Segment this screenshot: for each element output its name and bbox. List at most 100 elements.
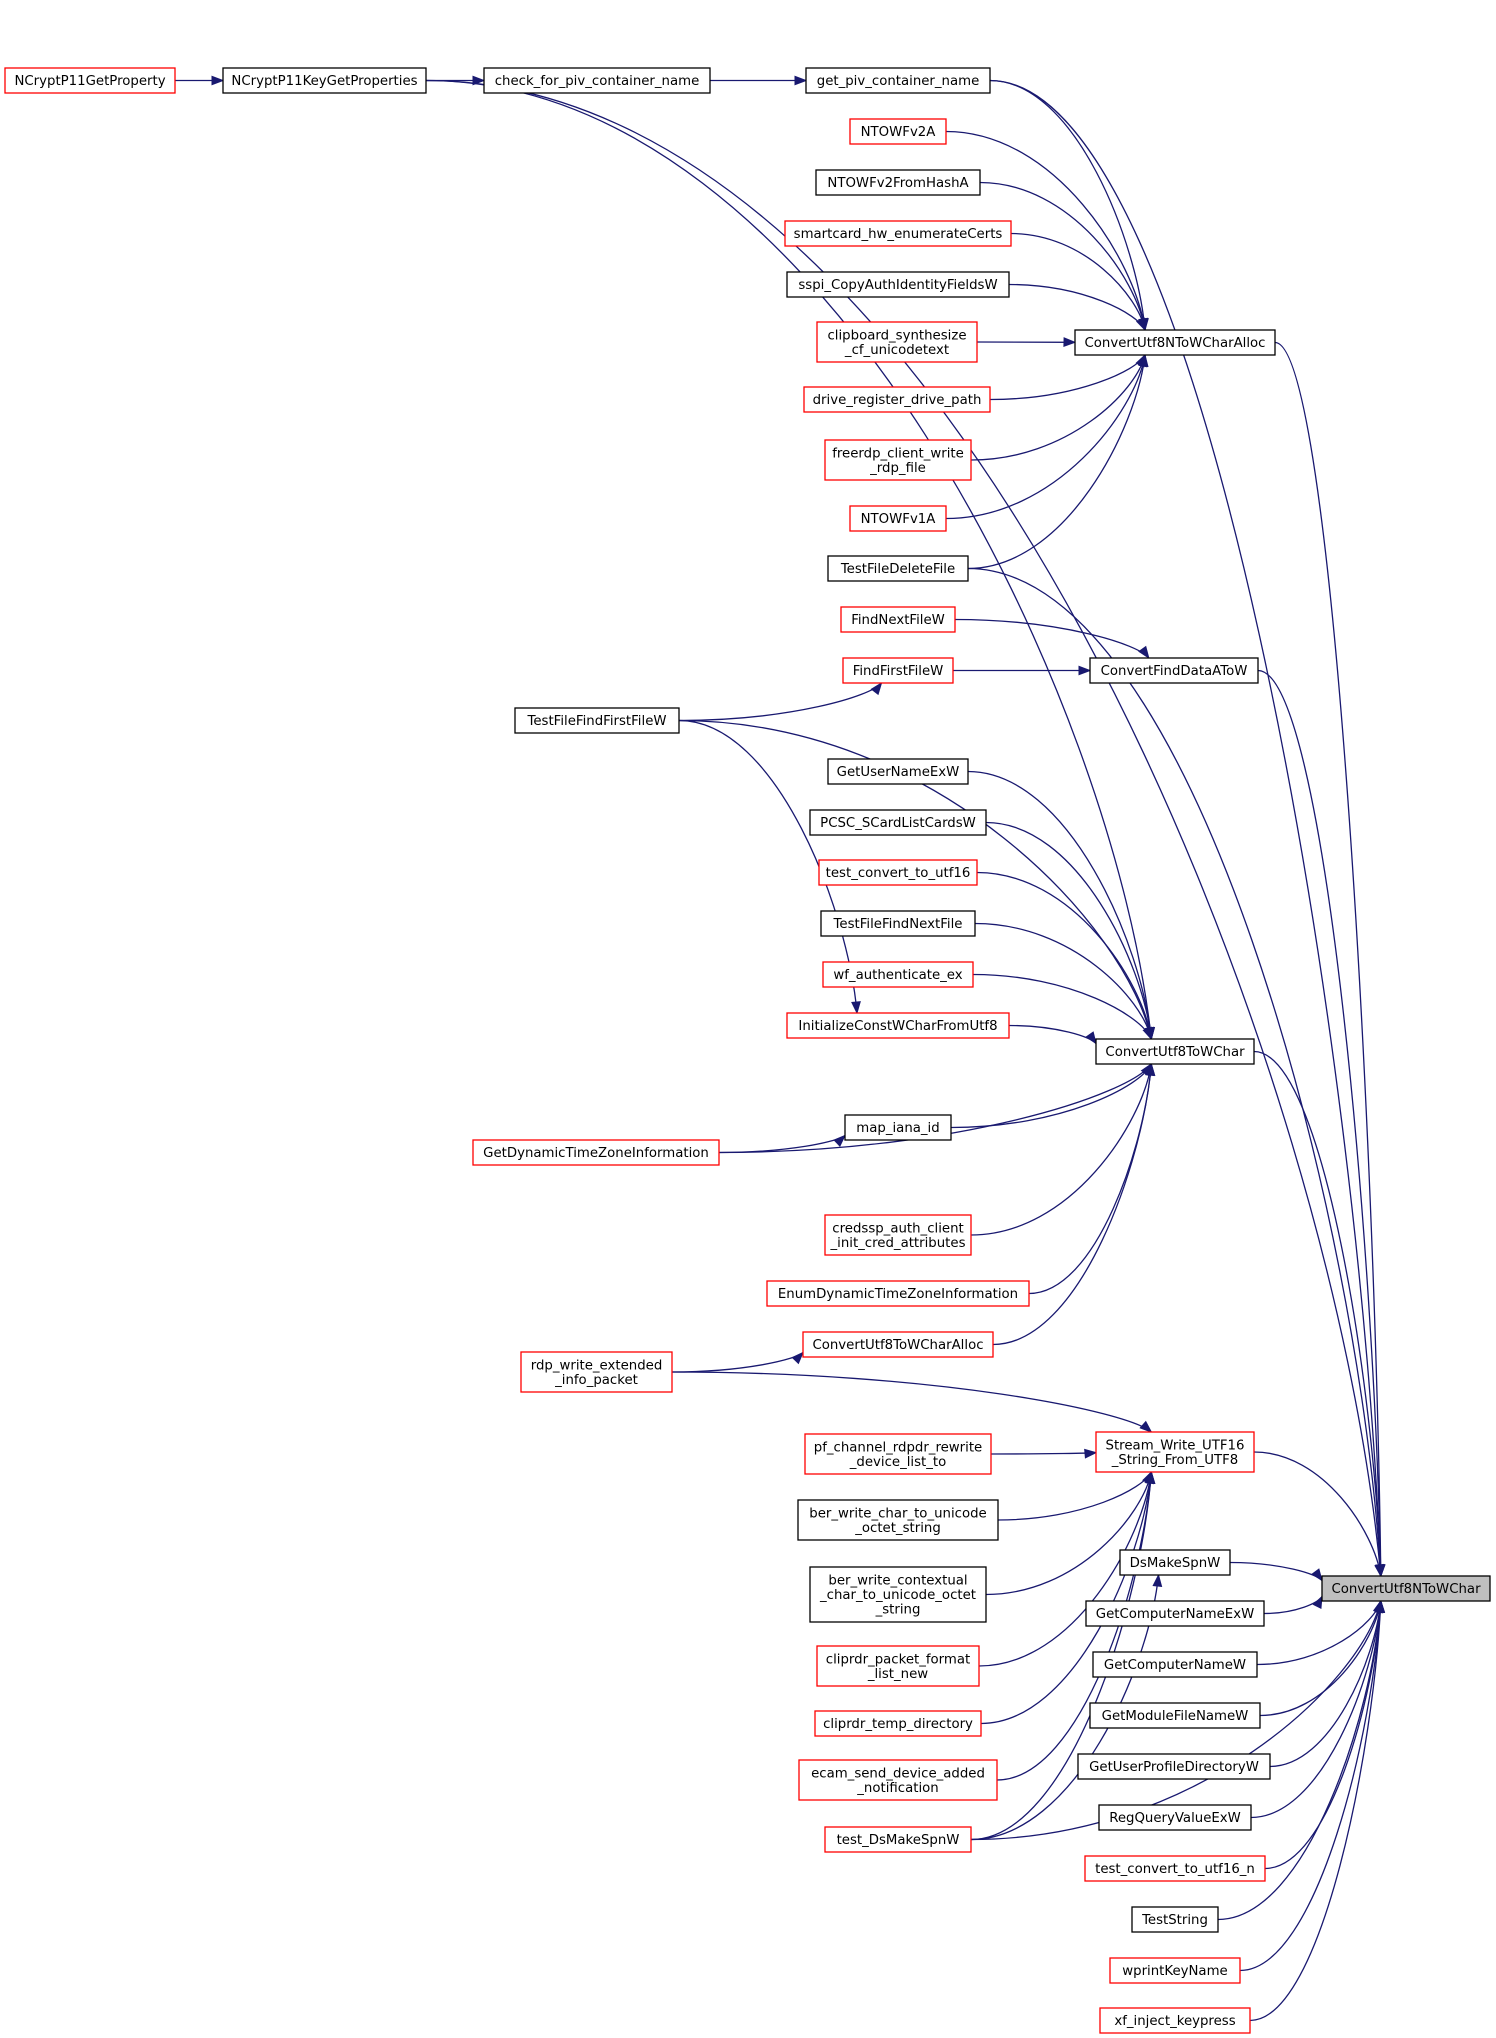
node-box: [1321, 1575, 1491, 1602]
node-box: [840, 606, 956, 633]
arrowhead-icon: [1312, 1595, 1323, 1609]
node-label: _init_cred_attributes: [829, 1236, 965, 1251]
node-test-conv-utf16n[interactable]: test_convert_to_utf16_n: [1084, 1855, 1266, 1882]
node-label: test_DsMakeSpnW: [837, 1833, 960, 1848]
node-nc-getproperty[interactable]: NCryptP11GetProperty: [4, 67, 176, 94]
node-wprintkey[interactable]: wprintKeyName: [1109, 1957, 1241, 1984]
node-getusernameexw[interactable]: GetUserNameExW: [827, 758, 969, 785]
arrowhead-icon: [1078, 665, 1092, 676]
node-getcompname[interactable]: GetComputerNameW: [1092, 1651, 1258, 1678]
node-label: ConvertFindDataAToW: [1101, 664, 1248, 679]
node-label: cliprdr_packet_format: [826, 1652, 970, 1667]
node-label: ber_write_char_to_unicode: [809, 1506, 986, 1521]
node-testfindfirst[interactable]: TestFileFindFirstFileW: [514, 707, 680, 734]
node-enumdyntz[interactable]: EnumDynamicTimeZoneInformation: [766, 1280, 1030, 1307]
node-xf-inject[interactable]: xf_inject_keypress: [1099, 2007, 1251, 2034]
node-findfirstfilew[interactable]: FindFirstFileW: [842, 657, 954, 684]
node-getdyntz[interactable]: GetDynamicTimeZoneInformation: [472, 1139, 720, 1166]
node-conv-alloc[interactable]: ConvertUtf8ToWCharAlloc: [802, 1331, 994, 1358]
edge-line: [970, 1600, 1382, 1841]
edge-nc_getproperty-to-nc_keygetprops: [175, 75, 225, 86]
edge-getuserprofile-to-conv_n_wchar: [1269, 1599, 1385, 1768]
node-label: EnumDynamicTimeZoneInformation: [778, 1287, 1018, 1302]
node-sspi-copy[interactable]: sspi_CopyAuthIdentityFieldsW: [786, 271, 1010, 298]
node-wf-auth[interactable]: wf_authenticate_ex: [822, 961, 974, 988]
node-test-dsmakespn[interactable]: test_DsMakeSpnW: [824, 1826, 972, 1853]
node-dsmakespnw[interactable]: DsMakeSpnW: [1119, 1549, 1231, 1576]
edge-line: [1010, 232, 1146, 331]
arrowhead-icon: [1142, 1026, 1152, 1041]
node-getmodule[interactable]: GetModuleFileNameW: [1089, 1702, 1261, 1729]
arrowhead-icon: [794, 75, 808, 86]
node-map-iana[interactable]: map_iana_id: [844, 1114, 952, 1141]
edge-line: [989, 79, 1382, 1577]
node-box: [822, 961, 974, 988]
node-freerdp-write[interactable]: freerdp_client_write_rdp_file: [824, 439, 972, 481]
node-testfindnext[interactable]: TestFileFindNextFile: [820, 910, 976, 937]
node-ntowfv1a[interactable]: NTOWFv1A: [849, 505, 947, 532]
node-label: pf_channel_rdpdr_rewrite: [814, 1440, 983, 1455]
edge-line: [1249, 1600, 1382, 2022]
edge-line: [1274, 341, 1382, 1577]
edge-get_piv-to-conv_n_wchar: [989, 79, 1386, 1578]
node-test-conv-utf16[interactable]: test_convert_to_utf16: [818, 859, 978, 886]
node-testfiledelete[interactable]: TestFileDeleteFile: [827, 555, 969, 582]
node-ntowfv2hash[interactable]: NTOWFv2FromHashA: [815, 169, 981, 196]
node-conv-n-alloc[interactable]: ConvertUtf8NToWCharAlloc: [1074, 329, 1276, 356]
node-getuserprofile[interactable]: GetUserProfileDirectoryW: [1077, 1753, 1271, 1780]
node-convertfinddata[interactable]: ConvertFindDataAToW: [1089, 657, 1259, 684]
node-box: [804, 1433, 992, 1475]
edge-line: [678, 719, 1152, 1040]
edge-testfiledelete-to-conv_n_wchar: [967, 567, 1386, 1578]
node-get-piv[interactable]: get_piv_container_name: [805, 67, 991, 94]
node-conv-wchar[interactable]: ConvertUtf8ToWChar: [1095, 1038, 1255, 1065]
node-label: _rdp_file: [869, 461, 926, 476]
arrowhead-icon: [211, 75, 225, 86]
node-pf-channel[interactable]: pf_channel_rdpdr_rewrite_device_list_to: [804, 1433, 992, 1475]
node-ber-contextual[interactable]: ber_write_contextual_char_to_unicode_oct…: [809, 1566, 987, 1623]
node-box: [827, 555, 969, 582]
node-check-piv[interactable]: check_for_piv_container_name: [483, 67, 711, 94]
node-label: FindFirstFileW: [853, 664, 944, 679]
node-stream-write[interactable]: Stream_Write_UTF16_String_From_UTF8: [1095, 1431, 1255, 1473]
edge-line: [1250, 1600, 1382, 1819]
node-ecam[interactable]: ecam_send_device_added_notification: [798, 1759, 998, 1801]
edge-getcompnameex-to-conv_n_wchar: [1263, 1595, 1323, 1615]
node-nc-keygetprops[interactable]: NCryptP11KeyGetProperties: [222, 67, 427, 94]
node-box: [809, 1566, 987, 1623]
node-label: ConvertUtf8NToWCharAlloc: [1084, 336, 1265, 351]
edge-line: [945, 130, 1146, 331]
edge-line: [671, 1351, 804, 1373]
arrowhead-icon: [1145, 1470, 1156, 1484]
node-ber-char[interactable]: ber_write_char_to_unicode_octet_string: [797, 1499, 999, 1541]
arrowhead-icon: [1138, 353, 1149, 367]
arrowhead-icon: [833, 1134, 847, 1147]
node-box: [1119, 1549, 1231, 1576]
node-findnextfilew[interactable]: FindNextFileW: [840, 606, 956, 633]
node-clipboard[interactable]: clipboard_synthesize_cf_unicodetext: [816, 321, 978, 363]
node-conv-n-wchar[interactable]: ConvertUtf8NToWChar: [1321, 1575, 1491, 1602]
node-drive-reg[interactable]: drive_register_drive_path: [803, 386, 991, 413]
node-label: NTOWFv2A: [861, 125, 936, 140]
node-pcsc[interactable]: PCSC_SCardListCardsW: [809, 809, 987, 836]
edge-line: [980, 1471, 1152, 1725]
node-box: [818, 859, 978, 886]
node-cliprdr-fmt[interactable]: cliprdr_packet_format_list_new: [816, 1645, 980, 1687]
node-initconst[interactable]: InitializeConstWCharFromUtf8: [786, 1012, 1010, 1039]
edge-conv_alloc-to-conv_wchar: [992, 1062, 1156, 1346]
node-credssp[interactable]: credssp_auth_client_init_cred_attributes: [824, 1214, 972, 1256]
node-smartcard[interactable]: smartcard_hw_enumerateCerts: [784, 220, 1012, 247]
arrowhead-icon: [1135, 317, 1146, 332]
node-cliprdr-temp[interactable]: cliprdr_temp_directory: [814, 1710, 982, 1737]
node-ntowfv2a[interactable]: NTOWFv2A: [849, 118, 947, 145]
node-label: get_piv_container_name: [817, 74, 980, 89]
node-label: test_convert_to_utf16_n: [1095, 1862, 1255, 1877]
node-label: GetModuleFileNameW: [1102, 1709, 1249, 1724]
node-rdp-write-ext[interactable]: rdp_write_extended_info_packet: [520, 1351, 673, 1393]
node-regquery[interactable]: RegQueryValueExW: [1098, 1804, 1252, 1831]
node-getcompnameex[interactable]: GetComputerNameExW: [1085, 1600, 1265, 1627]
arrowhead-icon: [791, 1351, 804, 1365]
node-box: [797, 1499, 999, 1541]
node-teststring[interactable]: TestString: [1131, 1906, 1219, 1933]
edge-testfindfirst-to-findfirstfilew: [678, 681, 883, 722]
